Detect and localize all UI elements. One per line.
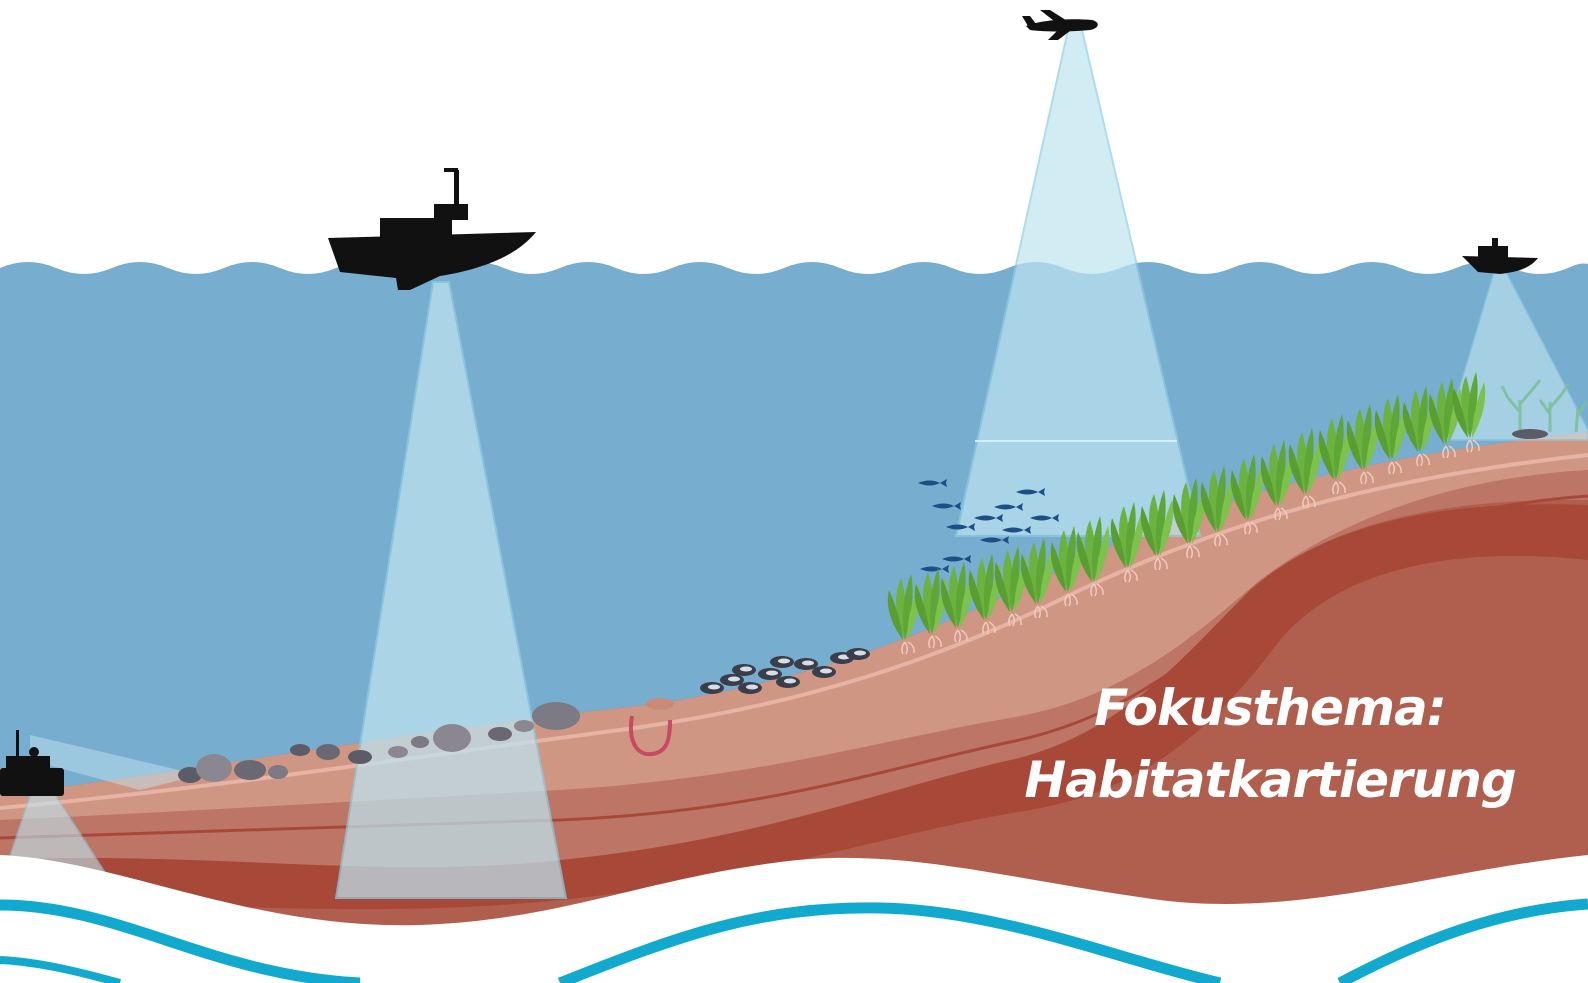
sediment-stripe-lower	[0, 494, 1588, 840]
sediment-stripe	[0, 453, 1588, 810]
research-ship-icon	[328, 168, 536, 290]
bottom-wave-line-3	[1337, 898, 1588, 983]
rock-under-algae	[1512, 429, 1548, 439]
small-boat-icon	[1462, 238, 1538, 274]
boulder-field	[178, 698, 674, 783]
bottom-wave-line	[0, 899, 361, 983]
burrowing-worm-icon	[629, 715, 672, 757]
bottom-wave-line-2	[557, 902, 1222, 983]
caption-line-2: Habitatkartierung	[1024, 751, 1516, 809]
airplane-icon	[1022, 10, 1098, 40]
bottom-wave-white	[0, 855, 1588, 983]
buoy-sidescan-beam	[30, 735, 200, 790]
caption-line-1: Fokusthema:	[1094, 679, 1446, 737]
ship-sonar-beam	[334, 281, 568, 899]
sediment-layer-mid	[0, 470, 1588, 868]
bottom-wave-line-4	[0, 956, 122, 983]
focus-topic-caption: Fokusthema: Habitatkartierung	[1010, 672, 1530, 816]
survey-buoy-icon	[0, 730, 64, 796]
coral-algae-icon	[1500, 379, 1588, 433]
sediment-layer-dark	[0, 504, 1588, 910]
